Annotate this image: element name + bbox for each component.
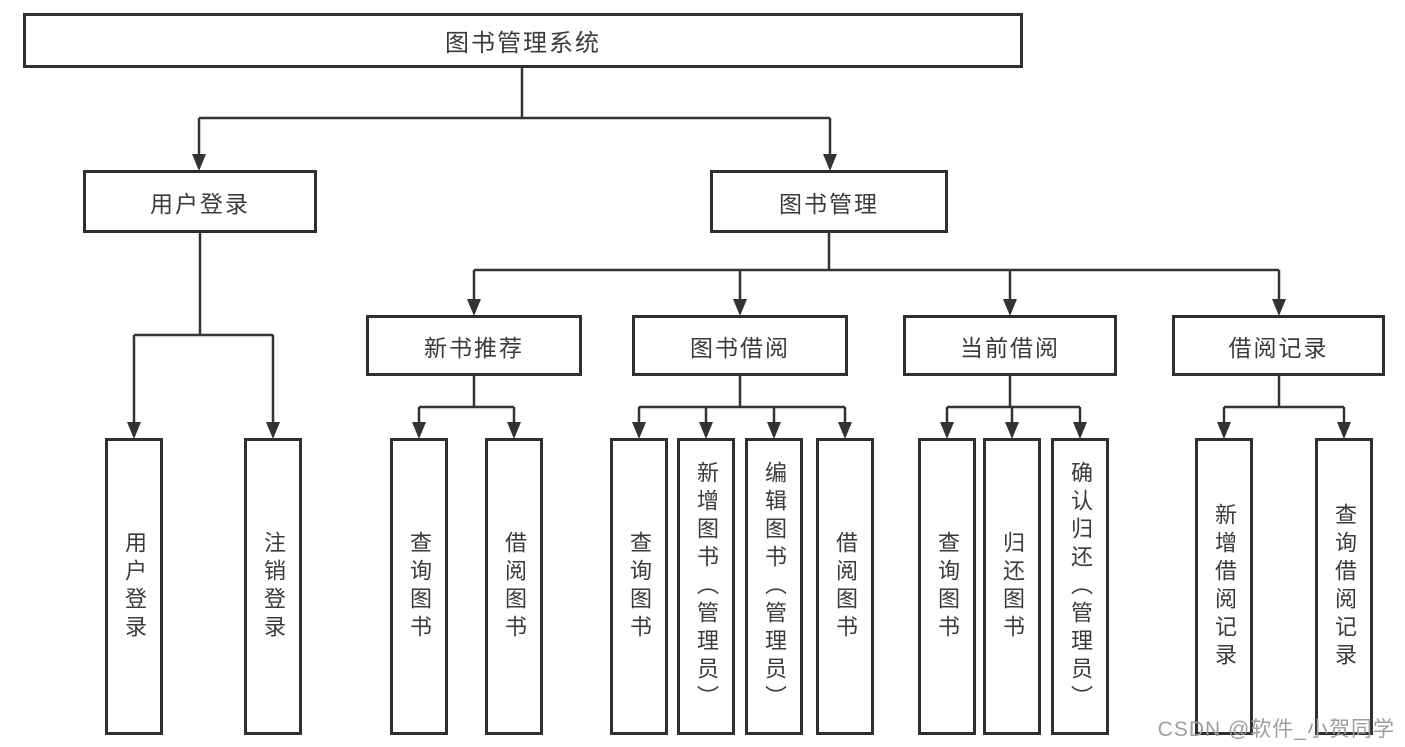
- leaf-query-book-1: 查询图书: [390, 438, 448, 735]
- leaf-label: 归还图书: [1000, 530, 1025, 643]
- leaf-label: 查询借阅记录: [1332, 502, 1357, 671]
- node-book-borrow-label: 图书借阅: [690, 334, 790, 361]
- leaf-borrow-book-1: 借阅图书: [485, 438, 543, 735]
- leaf-logout: 注销登录: [244, 438, 302, 735]
- watermark-text: CSDN @软件_小贺同学: [1157, 718, 1395, 741]
- leaf-label: 注销登录: [261, 530, 286, 643]
- node-current-borrow-label: 当前借阅: [960, 334, 1060, 361]
- leaf-label: 用户登录: [122, 530, 147, 643]
- leaf-borrow-book-2: 借阅图书: [816, 438, 874, 735]
- leaf-label: 借阅图书: [833, 530, 858, 643]
- node-user-login: 用户登录: [83, 170, 317, 233]
- arrowhead-icons: [127, 154, 1351, 439]
- node-root: 图书管理系统: [23, 13, 1023, 68]
- leaf-label: 确认归还（管理员）: [1068, 460, 1093, 713]
- node-book-mgmt: 图书管理: [710, 170, 948, 233]
- node-root-label: 图书管理系统: [445, 30, 601, 57]
- node-new-book-rec-label: 新书推荐: [424, 334, 524, 361]
- leaf-label: 查询图书: [935, 530, 960, 643]
- leaf-query-book-2: 查询图书: [610, 438, 668, 735]
- leaf-user-login: 用户登录: [105, 438, 163, 735]
- node-book-mgmt-label: 图书管理: [779, 190, 879, 217]
- leaf-query-borrow-record: 查询借阅记录: [1315, 438, 1373, 735]
- node-new-book-rec: 新书推荐: [366, 315, 582, 376]
- leaf-label: 借阅图书: [502, 530, 527, 643]
- leaf-add-borrow-record: 新增借阅记录: [1195, 438, 1253, 735]
- leaf-label: 查询图书: [627, 530, 652, 643]
- node-borrow-records-label: 借阅记录: [1228, 334, 1329, 361]
- node-borrow-records: 借阅记录: [1172, 315, 1385, 376]
- node-current-borrow: 当前借阅: [903, 315, 1117, 376]
- leaf-label: 新增借阅记录: [1212, 502, 1237, 671]
- leaf-label: 新增图书（管理员）: [694, 460, 719, 713]
- node-user-login-label: 用户登录: [150, 190, 250, 217]
- leaf-return-book: 归还图书: [983, 438, 1041, 735]
- leaf-label: 编辑图书（管理员）: [762, 460, 787, 713]
- leaf-add-book-admin: 新增图书（管理员）: [677, 438, 735, 735]
- leaf-query-book-3: 查询图书: [918, 438, 976, 735]
- leaf-confirm-return-admin: 确认归还（管理员）: [1051, 438, 1109, 735]
- node-book-borrow: 图书借阅: [632, 315, 848, 376]
- leaf-label: 查询图书: [407, 530, 432, 643]
- leaf-edit-book-admin: 编辑图书（管理员）: [745, 438, 803, 735]
